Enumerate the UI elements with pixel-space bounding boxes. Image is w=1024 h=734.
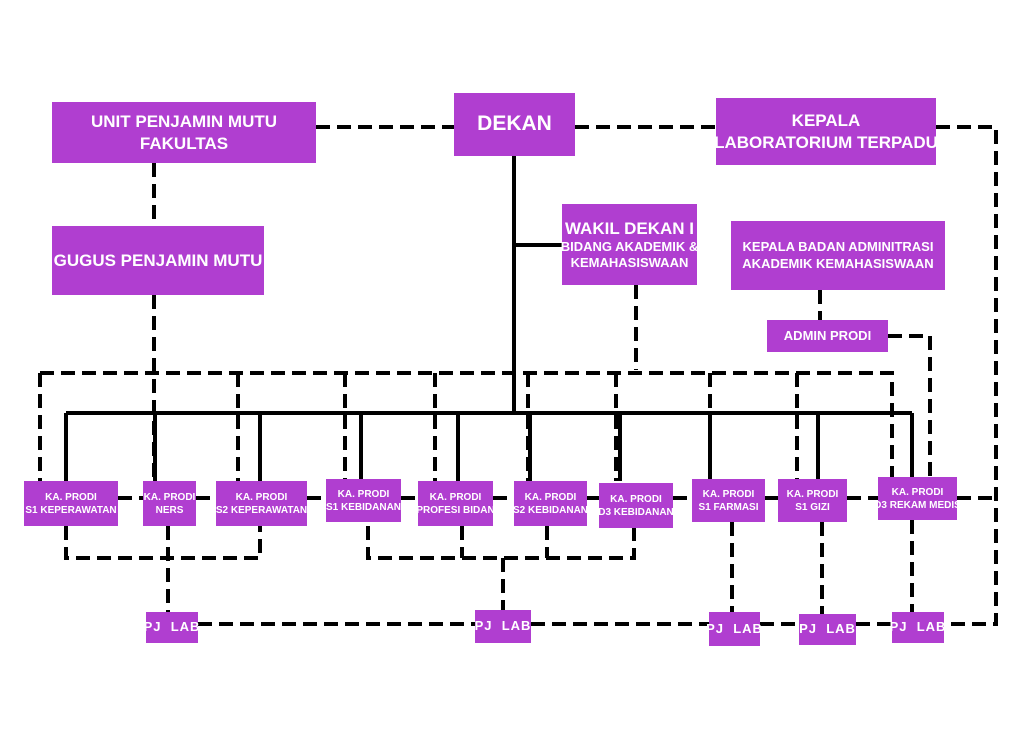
prodi-title: KA. PRODI [610, 493, 662, 505]
kepala-badan-box: KEPALA BADAN ADMINITRASI AKADEMIK KEMAHA… [731, 221, 945, 290]
kepala-laboratorium-box: KEPALA LABORATORIUM TERPADU [714, 98, 938, 165]
prodi-title: KA. PRODI [786, 488, 839, 500]
prodi-box-s1-kebidanan: KA. PRODI S1 KEBIDANAN [326, 479, 401, 522]
prodi-name: S1 KEPERAWATAN [25, 504, 117, 516]
prodi-name: PROFESI BIDAN [416, 504, 495, 516]
prodi-name: S1 KEBIDANAN [326, 501, 402, 513]
pj-lab-label: PJ LAB [143, 619, 201, 635]
prodi-box-profesi-bidan: KA. PRODI PROFESI BIDAN [416, 481, 495, 526]
wakil-dekan-box: WAKIL DEKAN I BIDANG AKADEMIK & KEMAHASI… [560, 204, 699, 285]
prodi-name: D3 KEBIDANAN [598, 506, 674, 518]
kepala-badan-line-1: KEPALA BADAN ADMINITRASI [742, 239, 934, 255]
prodi-name: NERS [155, 504, 184, 516]
prodi-box-s2-keperawatan: KA. PRODI S2 KEPERAWATAN [216, 481, 307, 526]
pj-lab-box-5: PJ LAB [889, 612, 947, 643]
prodi-title: KA. PRODI [143, 491, 196, 503]
pj-lab-label: PJ LAB [889, 619, 947, 635]
prodi-name: S2 KEBIDANAN [513, 504, 589, 516]
prodi-title: KA. PRODI [235, 491, 288, 503]
wakil-line-1: WAKIL DEKAN I [564, 218, 695, 238]
gugus-penjamin-mutu-box: GUGUS PENJAMIN MUTU [52, 226, 264, 295]
kepala-badan-line-2: AKADEMIK KEMAHASISWAAN [742, 255, 934, 271]
kepala-lab-line-1: KEPALA [791, 111, 861, 131]
admin-prodi-label: ADMIN PRODI [783, 327, 872, 343]
unit-penjamin-line-1: UNIT PENJAMIN MUTU [90, 112, 278, 132]
prodi-title: KA. PRODI [524, 491, 577, 503]
pj-lab-label: PJ LAB [474, 618, 532, 634]
prodi-title: KA. PRODI [702, 488, 755, 500]
unit-penjamin-line-2: FAKULTAS [139, 133, 229, 153]
wakil-line-2: BIDANG AKADEMIK & [560, 238, 699, 254]
prodi-box-s1-farmasi: KA. PRODI S1 FARMASI [692, 479, 765, 522]
kepala-lab-line-2: LABORATORIUM TERPADU [714, 132, 938, 152]
prodi-name: S2 KEPERAWATAN [215, 504, 308, 516]
solid-lines [64, 156, 914, 481]
prodi-box-ners: KA. PRODI NERS [143, 481, 196, 526]
prodi-title: KA. PRODI [891, 486, 944, 498]
pj-lab-box-2: PJ LAB [475, 610, 531, 643]
pj-lab-label: PJ LAB [799, 621, 856, 637]
prodi-title: KA. PRODI [45, 491, 97, 503]
dekan-label: DEKAN [477, 112, 552, 136]
prodi-box-d3-kebidanan: KA. PRODI D3 KEBIDANAN [598, 483, 674, 528]
prodi-box-d3-rekam-medis: KA. PRODI D3 REKAM MEDIS [874, 477, 961, 520]
prodi-title: KA. PRODI [429, 491, 482, 503]
prodi-name: S1 GIZI [795, 501, 830, 513]
pj-lab-box-1: PJ LAB [143, 612, 201, 643]
admin-prodi-box: ADMIN PRODI [767, 320, 888, 352]
gugus-label: GUGUS PENJAMIN MUTU [53, 250, 263, 270]
prodi-box-s1-gizi: KA. PRODI S1 GIZI [778, 479, 847, 522]
unit-penjamin-mutu-box: UNIT PENJAMIN MUTU FAKULTAS [52, 102, 316, 163]
pj-lab-box-4: PJ LAB [799, 614, 856, 645]
dashed-lines [38, 125, 998, 626]
prodi-title: KA. PRODI [337, 488, 390, 500]
dekan-box: DEKAN [454, 93, 575, 156]
prodi-name: D3 REKAM MEDIS [874, 499, 961, 511]
wakil-line-3: KEMAHASISWAAN [570, 255, 689, 271]
pj-lab-label: PJ LAB [706, 620, 763, 636]
pj-lab-box-3: PJ LAB [706, 612, 763, 646]
prodi-box-s1-keperawatan: KA. PRODI S1 KEPERAWATAN [24, 481, 118, 526]
prodi-box-s2-kebidanan: KA. PRODI S2 KEBIDANAN [513, 481, 589, 526]
prodi-name: S1 FARMASI [698, 501, 759, 513]
